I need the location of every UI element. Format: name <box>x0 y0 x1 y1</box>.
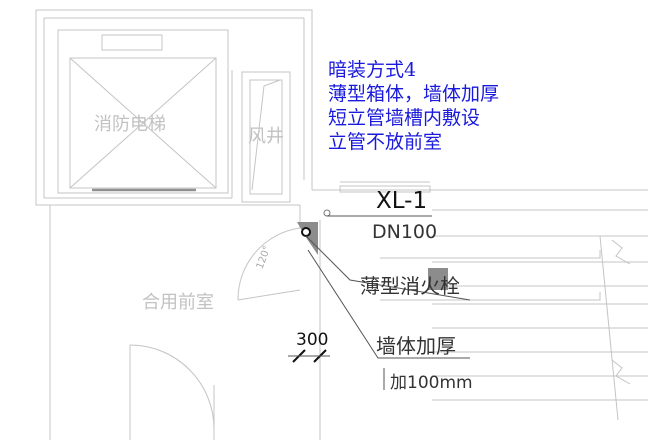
thicken-amount-label: 加100mm <box>390 373 473 393</box>
pipe-size-label: DN100 <box>372 221 438 243</box>
fire-elevator-label: 消防电梯 <box>94 114 166 135</box>
wall-lines <box>35 9 648 440</box>
wall-thicken-label: 墙体加厚 <box>376 334 456 358</box>
note-line-3: 短立管墙槽内敷设 <box>328 107 481 129</box>
hydrant-label: 薄型消火栓 <box>360 274 460 298</box>
note-line-2: 薄型箱体，墙体加厚 <box>328 83 500 105</box>
hydrant-highlight <box>428 268 448 290</box>
lobby-label: 合用前室 <box>142 292 214 313</box>
riser-marker-icon <box>323 209 331 217</box>
hydrant-box <box>297 222 318 255</box>
riser-symbol-icon <box>301 227 311 237</box>
shaft-label: 风井 <box>248 126 284 147</box>
note-line-1: 暗装方式4 <box>328 59 417 81</box>
installation-notes: 暗装方式4 薄型箱体，墙体加厚 短立管墙槽内敷设 立管不放前室 <box>328 58 588 154</box>
dimension-label: 300 <box>296 330 329 350</box>
leader-lines <box>305 215 471 390</box>
riser-id-label: XL-1 <box>376 188 428 214</box>
note-line-4: 立管不放前室 <box>328 131 443 153</box>
